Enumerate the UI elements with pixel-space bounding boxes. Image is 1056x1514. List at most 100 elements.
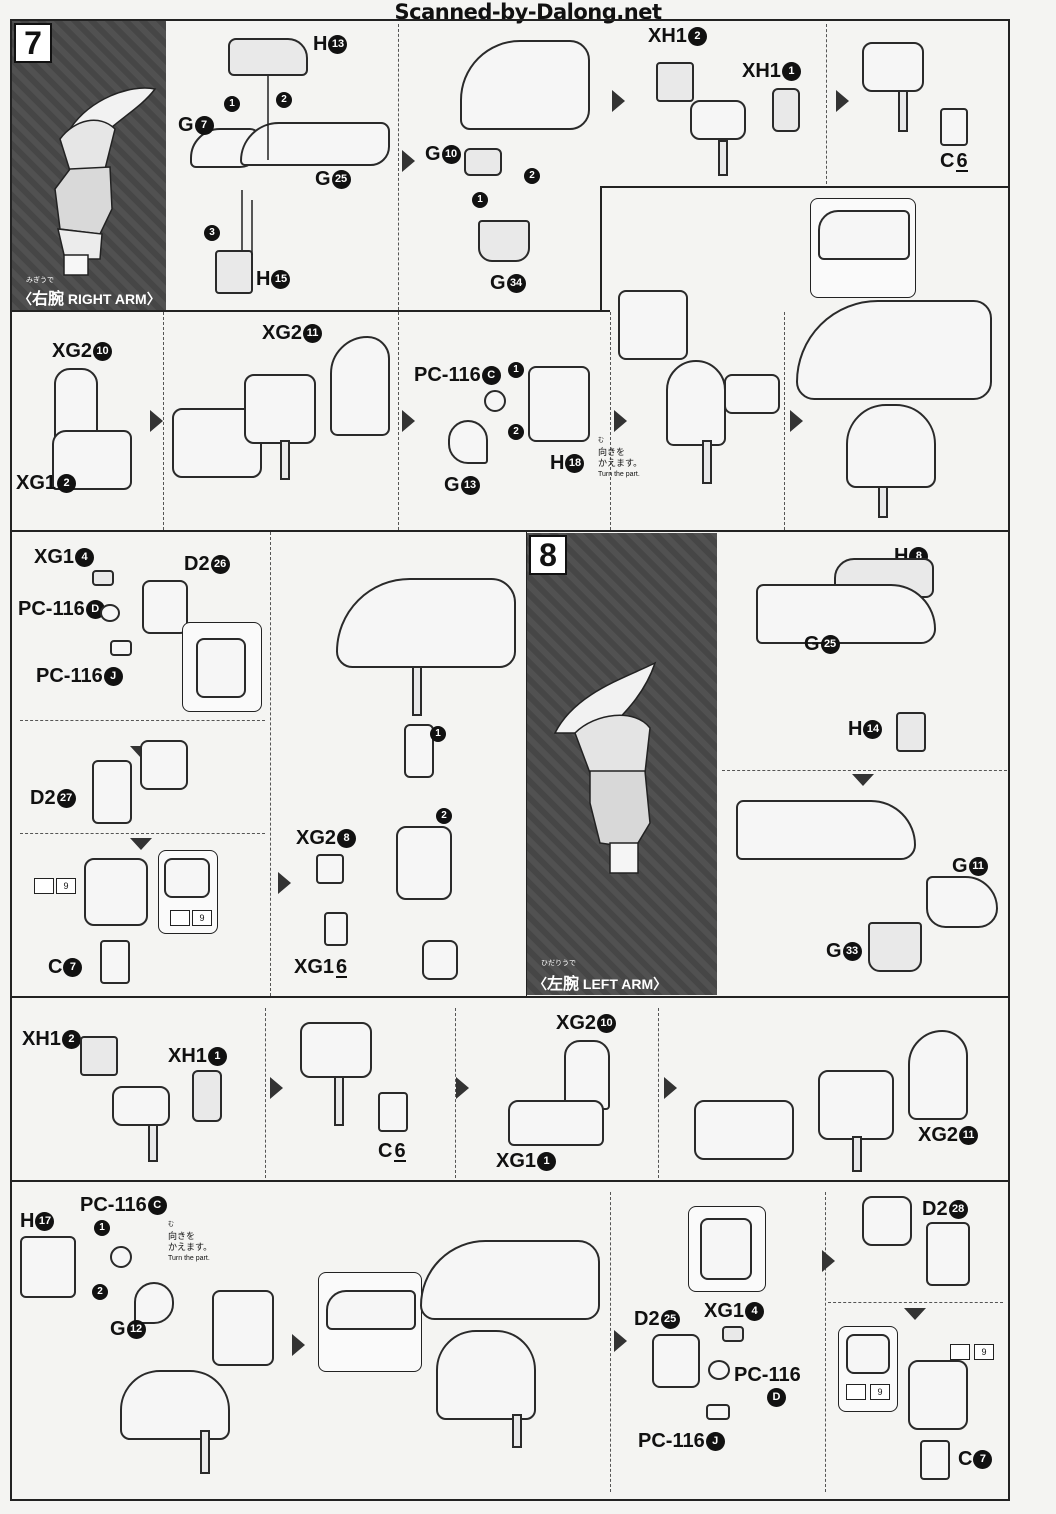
furigana: みぎうで <box>26 277 54 284</box>
part-assembly <box>84 858 148 926</box>
part-xg1-4 <box>92 570 114 586</box>
part-xg1-4 <box>722 1326 744 1342</box>
sub-divider <box>610 1192 611 1492</box>
sub-divider <box>163 312 164 530</box>
part-c6 <box>940 108 968 146</box>
part-c6 <box>378 1092 408 1132</box>
order-mark: 1 <box>94 1220 110 1236</box>
step-arrow-icon <box>836 90 849 112</box>
part-peg <box>334 1076 344 1126</box>
divider <box>10 530 1010 532</box>
part-xg2-8 <box>316 854 344 884</box>
part-g10 <box>464 148 502 176</box>
part-xh1-2 <box>656 62 694 102</box>
sub-divider <box>722 770 1007 771</box>
sticker-icon <box>170 910 190 926</box>
divider <box>10 996 1010 998</box>
part-xh1-1 <box>192 1070 222 1122</box>
sub-divider <box>784 312 785 530</box>
english-label: LEFT ARM <box>582 976 654 992</box>
step-arrow-icon <box>614 1330 627 1352</box>
part-assembly <box>694 1100 794 1160</box>
step-arrow-icon <box>150 410 163 432</box>
part-assembly <box>846 404 936 488</box>
step-arrow-icon <box>790 410 803 432</box>
part-xh1-1 <box>772 88 800 132</box>
part-xg2-10 <box>564 1040 610 1110</box>
kanji-label: 右腕 <box>32 291 65 308</box>
part-peg <box>148 1124 158 1162</box>
step-number: 8 <box>529 535 567 575</box>
part-detail <box>846 1334 890 1374</box>
order-mark: 2 <box>508 424 524 440</box>
sub-divider <box>20 833 265 834</box>
part-c7 <box>920 1440 950 1480</box>
part-detail <box>196 638 246 698</box>
order-mark: 1 <box>430 726 446 742</box>
sub-divider <box>398 312 399 530</box>
part-g25 <box>240 122 390 166</box>
part-peg <box>718 140 728 176</box>
page-frame <box>10 19 1010 1501</box>
order-mark: 1 <box>472 192 488 208</box>
sub-divider <box>826 24 827 184</box>
part-h17 <box>20 1236 76 1298</box>
part-h13 <box>228 38 308 76</box>
part-label: D <box>766 1386 786 1408</box>
sticker-tag: 9 <box>974 1344 994 1360</box>
step-arrow-icon <box>402 150 415 172</box>
sticker-tag: 9 <box>192 910 212 926</box>
furigana: ひだりうで <box>541 960 576 967</box>
part-assembly <box>420 1240 600 1320</box>
part-xh1-body <box>112 1086 170 1126</box>
step-arrow-icon <box>292 1334 305 1356</box>
part-xg1-6 <box>324 912 348 946</box>
step-arrow-icon <box>664 1077 677 1099</box>
sub-divider <box>265 1008 266 1178</box>
step-arrow-icon <box>612 90 625 112</box>
part-assembly <box>436 1330 536 1420</box>
divider <box>600 186 602 312</box>
step7-panel: 7 みぎうで 〈右腕 RIGHT ARM〉 <box>12 21 166 310</box>
part-detail <box>164 858 210 898</box>
part-d2-25 <box>652 1334 700 1388</box>
sticker-tag: 9 <box>870 1384 890 1400</box>
divider <box>10 310 610 312</box>
part-g33 <box>868 922 922 972</box>
part-assembly <box>120 1370 230 1440</box>
section-label: 〈左腕 LEFT ARM〉 <box>533 976 668 993</box>
part-assembly <box>140 740 188 790</box>
sub-divider <box>270 532 271 996</box>
part-peg <box>852 1136 862 1172</box>
step-arrow-icon <box>614 410 627 432</box>
part-peg <box>512 1414 522 1448</box>
part-h15 <box>215 250 253 294</box>
part-xh1-2 <box>80 1036 118 1076</box>
step-arrow-icon <box>270 1077 283 1099</box>
sticker-icon <box>950 1344 970 1360</box>
part-polycap <box>110 640 132 656</box>
part-assembly <box>724 374 780 414</box>
step-arrow-icon <box>822 1250 835 1272</box>
sub-divider <box>610 312 611 530</box>
step-arrow-icon <box>402 410 415 432</box>
sub-divider <box>20 720 265 721</box>
